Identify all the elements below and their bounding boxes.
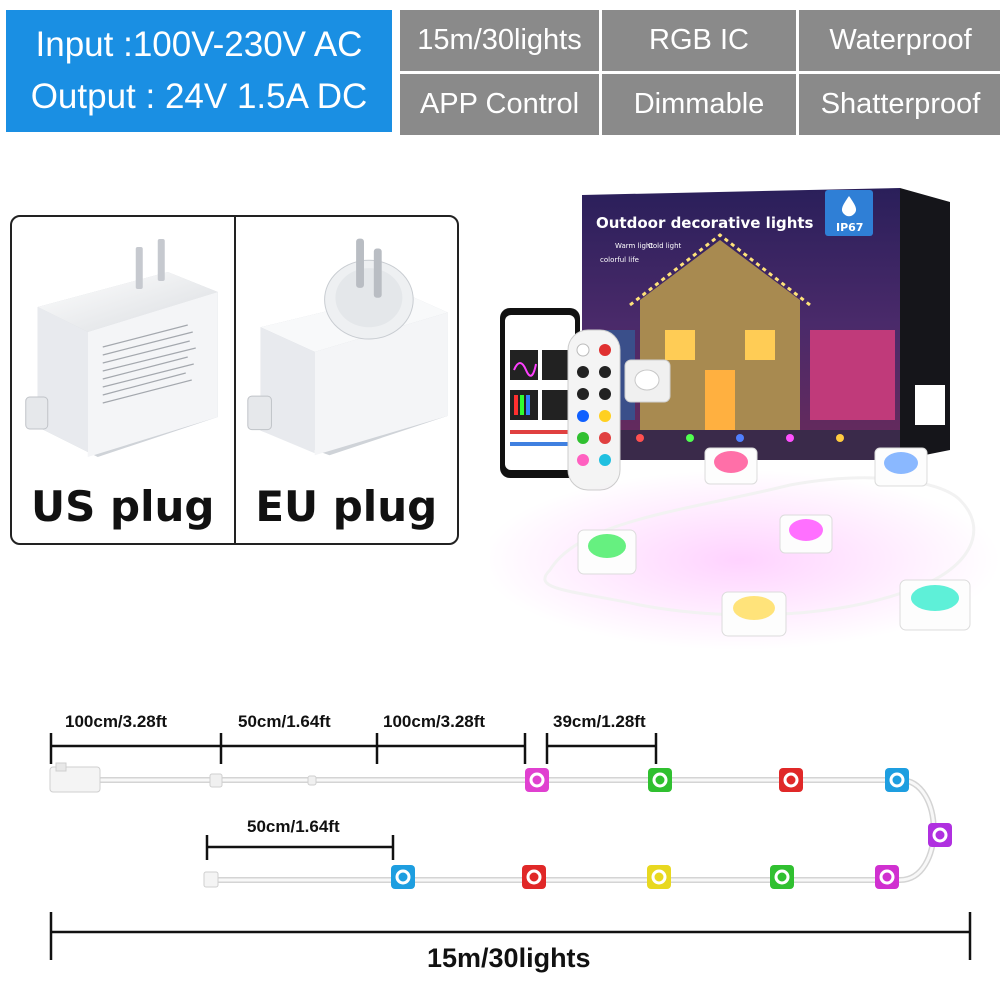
light-node-top-2	[648, 768, 672, 792]
cube-light-yellow	[721, 591, 787, 637]
light-node-bottom-2	[522, 865, 546, 889]
feature-app-control: APP Control	[400, 74, 599, 135]
cube-light-magenta	[779, 514, 833, 554]
segment-1-length: 100cm/3.28ft	[65, 712, 167, 731]
dimension-lines	[49, 733, 972, 960]
plug-options-panel: US plug EU plug	[10, 215, 459, 545]
qr-code-icon	[915, 385, 945, 425]
total-length: 15m/30lights	[427, 943, 591, 973]
power-spec-panel: Input :100V-230V AC Output : 24V 1.5A DC	[6, 10, 392, 132]
cube-light-teal	[899, 579, 971, 631]
light-nodes	[391, 768, 952, 889]
us-plug-adapter-icon	[25, 239, 218, 457]
light-node-bottom-5	[875, 865, 899, 889]
light-node-top-4	[885, 768, 909, 792]
segment-4-length: 39cm/1.28ft	[553, 712, 646, 731]
light-node-bottom-3	[647, 865, 671, 889]
cube-light-white	[704, 447, 758, 485]
light-node-bottom-4	[770, 865, 794, 889]
cube-light-blue	[874, 447, 928, 487]
eu-plug-option: EU plug	[233, 217, 458, 543]
end-cap-icon	[203, 871, 219, 888]
segment-2-length: 50cm/1.64ft	[238, 712, 331, 731]
light-node-bottom-1	[391, 865, 415, 889]
feature-length: 15m/30lights	[400, 10, 599, 71]
cube-light-green	[577, 529, 637, 575]
box-title: Outdoor decorative lights	[596, 214, 814, 232]
light-node-top-1	[525, 768, 549, 792]
feature-rgb-ic: RGB IC	[602, 10, 796, 71]
segment-3-length: 100cm/3.28ft	[383, 712, 485, 731]
segment-5-length: 50cm/1.64ft	[247, 817, 340, 836]
length-dimension-diagram: 100cm/3.28ft 50cm/1.64ft 100cm/3.28ft 39…	[49, 712, 972, 973]
feature-waterproof: Waterproof	[799, 10, 1000, 71]
us-plug-label: US plug	[31, 482, 215, 531]
ip-rating: IP67	[836, 221, 863, 234]
remote-control-icon	[567, 329, 621, 491]
box-cold-label: Cold light	[648, 242, 682, 250]
us-plug-option: US plug	[12, 217, 234, 543]
feature-dimmable: Dimmable	[602, 74, 796, 135]
output-spec: Output : 24V 1.5A DC	[30, 77, 368, 116]
product-package-photo: Outdoor decorative lights Warm light Col…	[490, 188, 1000, 650]
light-string-cable	[95, 777, 937, 883]
inline-connector-icon	[209, 773, 223, 788]
eu-plug-adapter-icon	[246, 238, 448, 456]
feature-shatterproof: Shatterproof	[799, 74, 1000, 135]
light-node-top-3	[779, 768, 803, 792]
light-node-turn	[928, 823, 952, 847]
power-connector-icon	[49, 766, 101, 793]
input-spec: Input :100V-230V AC	[35, 25, 363, 64]
box-warm-label: Warm light	[615, 242, 653, 250]
feature-grid: 15m/30lights RGB IC Waterproof APP Contr…	[400, 10, 1000, 135]
water-drop-icon	[841, 196, 857, 217]
eu-plug-label: EU plug	[255, 482, 438, 531]
box-colorful-label: colorful life	[600, 256, 639, 264]
